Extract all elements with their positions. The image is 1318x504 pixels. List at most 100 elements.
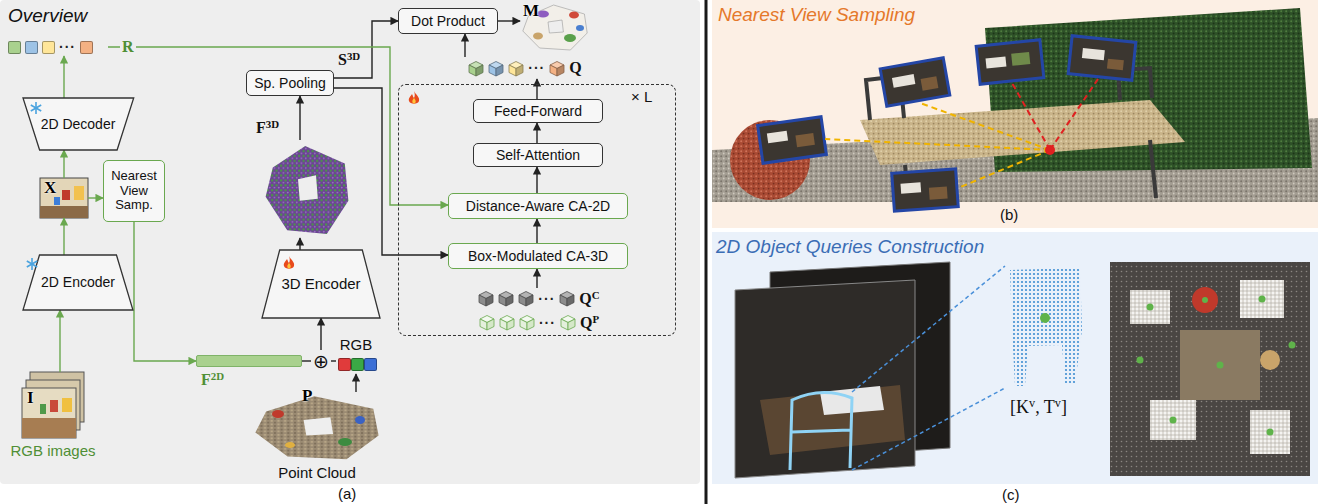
token-row: ··· QP xyxy=(439,312,639,333)
cube-face xyxy=(561,319,568,330)
superscript: C xyxy=(592,289,600,301)
scene-c xyxy=(1217,362,1224,369)
scene-b xyxy=(986,56,1007,68)
text-area: ⊕ xyxy=(311,350,331,372)
color-square xyxy=(25,41,38,54)
query-label: QP xyxy=(580,313,599,332)
frozen-icon xyxy=(29,101,43,115)
connector xyxy=(63,150,64,178)
token-row: ··· xyxy=(8,38,108,56)
ellipsis-text: ··· xyxy=(539,315,556,331)
text-group: Point Cloud xyxy=(278,464,356,481)
scene-b xyxy=(880,58,950,107)
scene-b xyxy=(825,139,1050,150)
process-box: Nearest View Samp. xyxy=(103,160,165,222)
scene-c xyxy=(1259,296,1266,303)
scene-c xyxy=(1260,350,1280,370)
scene-b xyxy=(1082,48,1105,60)
scene-b xyxy=(1011,52,1030,66)
connector xyxy=(63,56,64,98)
text-group: P xyxy=(302,386,312,406)
connector xyxy=(334,21,398,78)
point-cloud xyxy=(355,416,365,424)
image-node: IRGB images xyxy=(22,372,84,438)
connector xyxy=(536,269,537,288)
query-name: Q xyxy=(569,59,581,76)
connector xyxy=(536,219,537,243)
connector xyxy=(334,88,448,255)
trainable-icon xyxy=(407,91,421,105)
process-box: Dot Product xyxy=(398,8,498,34)
trapezoid xyxy=(23,255,133,310)
label-text: S xyxy=(338,51,347,68)
text-group: Nearest View Sampling xyxy=(718,4,915,26)
text-group: [Kv, Tv] xyxy=(1010,396,1067,418)
color-square xyxy=(8,41,21,54)
label-text: M xyxy=(523,1,539,20)
scene-c xyxy=(735,262,1310,478)
scene-b xyxy=(929,186,948,199)
frozen-icon xyxy=(25,257,39,271)
text-area: Sp. Pooling xyxy=(247,71,333,95)
scene-b xyxy=(1012,83,1050,150)
snowflake-arm xyxy=(27,261,37,267)
query-cube xyxy=(498,290,514,307)
query-cube xyxy=(549,60,565,77)
scene-c xyxy=(1202,297,1208,303)
query-name: Q xyxy=(579,290,591,307)
text-group: M xyxy=(523,1,539,21)
scene-c xyxy=(1137,296,1296,436)
rgb-photos xyxy=(22,388,76,438)
label-text: × L xyxy=(631,88,652,105)
text-area: Nearest View Samp. xyxy=(104,161,164,221)
text-group: X xyxy=(44,178,56,198)
scene-b xyxy=(795,133,814,147)
superscript: v xyxy=(1055,396,1061,410)
scene-c xyxy=(1010,268,1082,386)
text-area: Box-Modulated CA-3D xyxy=(449,244,627,268)
scene-b xyxy=(901,182,922,193)
panel-background xyxy=(0,0,700,484)
label-text: RGB xyxy=(340,336,373,353)
color-square xyxy=(42,41,55,54)
color-square xyxy=(338,358,351,371)
label-text: (a) xyxy=(338,485,356,502)
label-text: F xyxy=(201,371,211,388)
scene-b xyxy=(1107,59,1124,71)
point-cloud xyxy=(285,442,295,448)
cube-face xyxy=(489,65,496,76)
cube-face xyxy=(567,295,574,306)
query-cube xyxy=(478,290,494,307)
point-cloud xyxy=(272,410,284,418)
rgb-input: RGB xyxy=(336,336,376,374)
scene-c xyxy=(1110,262,1310,476)
connector xyxy=(134,222,196,361)
text-area: 2D Decoder xyxy=(23,98,134,150)
scene-c xyxy=(760,385,905,455)
text-group: I xyxy=(27,388,34,408)
scene-b xyxy=(758,117,827,164)
token-row: ··· Q xyxy=(430,57,620,79)
cube-face xyxy=(496,65,503,76)
ellipsis-text: ··· xyxy=(528,60,545,76)
connector xyxy=(299,96,300,140)
network-block: 2D Decoder xyxy=(23,98,134,150)
scene-c xyxy=(1250,410,1290,454)
ellipsis-text: ··· xyxy=(59,39,76,55)
process-box: Self-Attention xyxy=(473,143,603,167)
cube-face xyxy=(480,319,487,330)
snowflake-arm xyxy=(27,261,37,267)
query-label: Q xyxy=(569,59,581,77)
node-label: Nearest View Samp. xyxy=(109,169,159,214)
connector xyxy=(302,360,311,361)
node-label: Box-Modulated CA-3D xyxy=(468,248,608,264)
point-cloud xyxy=(255,396,378,459)
scene-c xyxy=(1147,304,1154,311)
scene-b xyxy=(1012,79,1098,150)
scene-c xyxy=(1289,342,1296,349)
scene-b xyxy=(1050,79,1098,150)
cube-face xyxy=(527,319,534,330)
rgb-photos xyxy=(22,372,84,438)
trapezoid xyxy=(262,250,380,318)
